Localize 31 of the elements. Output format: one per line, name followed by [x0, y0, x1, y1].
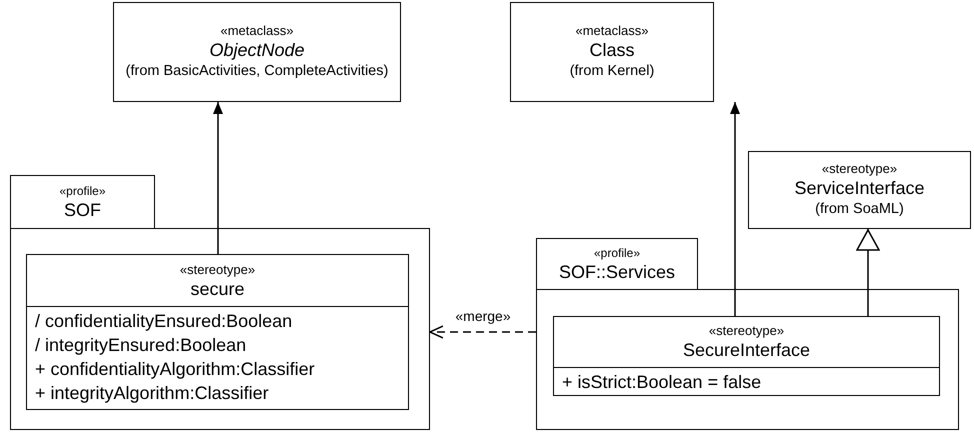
origin-note: (from SoaML)	[815, 200, 904, 219]
origin-note: (from Kernel)	[570, 62, 654, 81]
class-box	[26, 254, 409, 410]
stereotype-label: «metaclass»	[220, 23, 294, 39]
class-name: ServiceInterface	[794, 177, 925, 199]
stereotype-label: «stereotype»	[180, 262, 256, 278]
attribute-text: + integrityAlgorithm:Classifier	[35, 382, 270, 405]
stereotype-label: «profile»	[594, 246, 640, 260]
stereotype-label: «stereotype»	[822, 161, 898, 177]
attribute-text: / confidentialityEnsured:Boolean	[35, 310, 294, 333]
arrow	[730, 102, 740, 316]
class-name: SecureInterface	[682, 339, 810, 361]
arrow	[213, 102, 223, 254]
class-box	[553, 316, 940, 396]
attribute-text: + confidentialityAlgorithm:Classifier	[35, 358, 316, 381]
package-name: SOF::Services	[558, 260, 676, 282]
class-box	[510, 2, 714, 102]
class-name: Class	[589, 39, 634, 61]
class-name: ObjectNode	[209, 39, 305, 61]
attribute-text: / integrityEnsured:Boolean	[35, 334, 248, 357]
arrow	[856, 229, 880, 316]
attribute-text: + isStrict:Boolean = false	[562, 371, 762, 394]
stereotype-label: «stereotype»	[708, 323, 784, 339]
dependency-arrow	[429, 325, 536, 339]
class-box	[113, 2, 401, 102]
package-name: SOF	[64, 198, 101, 220]
class-name: secure	[190, 278, 245, 300]
origin-note: (from BasicActivities, CompleteActivities)	[126, 62, 388, 81]
class-box	[748, 151, 971, 229]
stereotype-label: «metaclass»	[576, 23, 648, 39]
stereotype-label: «profile»	[59, 184, 106, 198]
